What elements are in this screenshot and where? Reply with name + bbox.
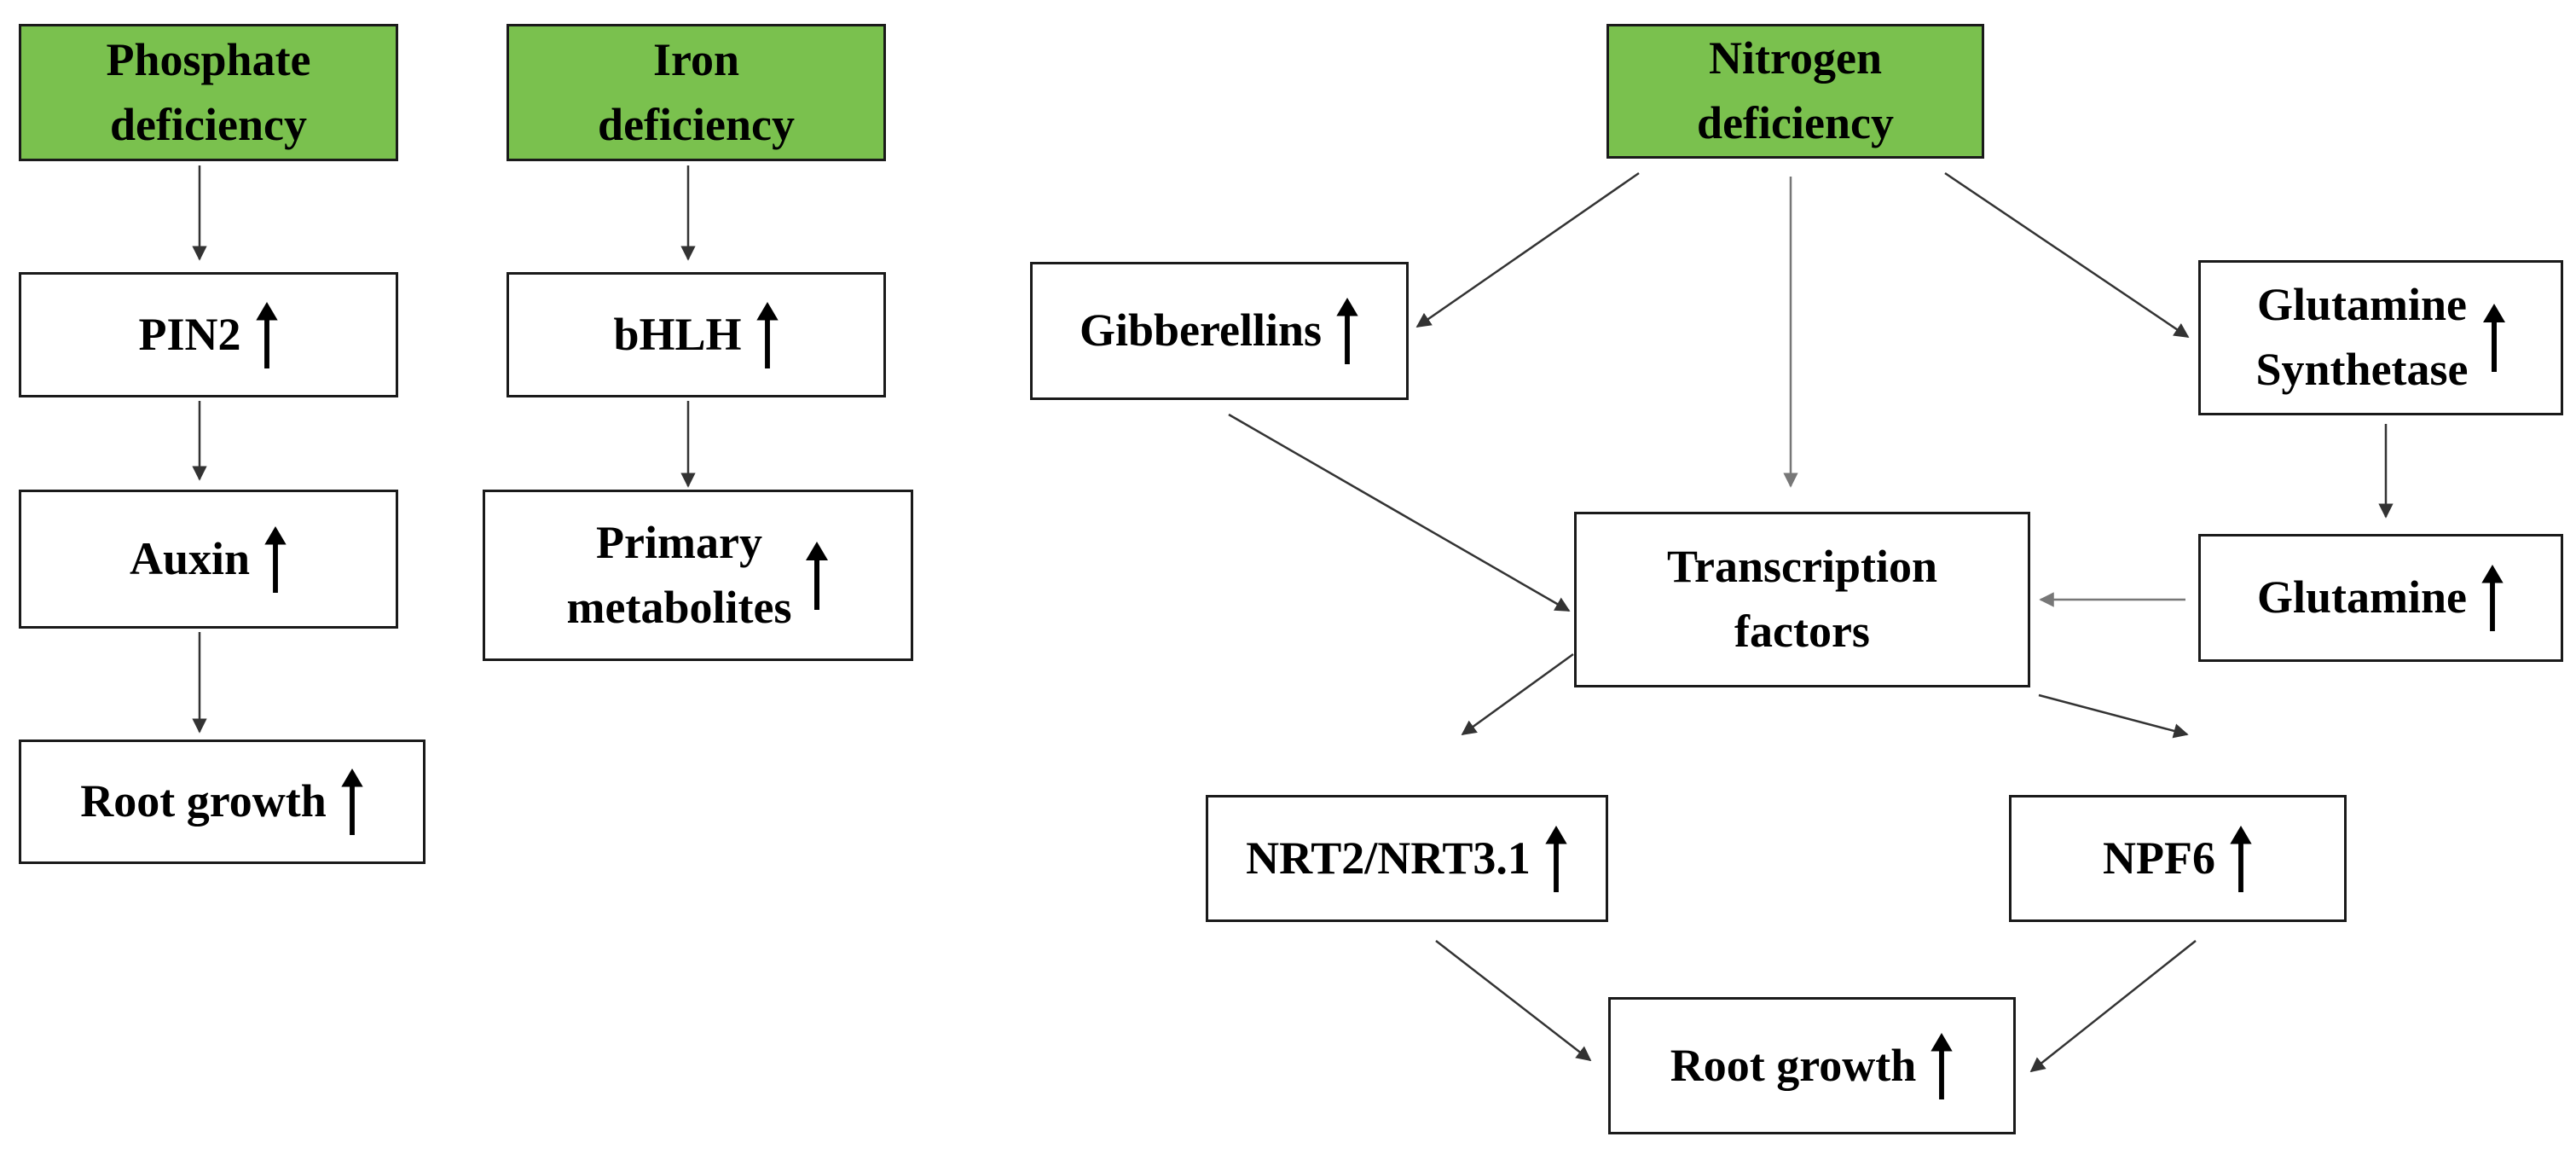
arrow-nrt-to-root-growth [1435,940,1592,1062]
glutamine-synthetase-label: Glutamine Synthetase [2255,279,2469,395]
up-arrow-icon [2230,825,2252,892]
up-arrow-icon [1545,825,1567,892]
nitrogen-root-growth-label: Root growth [1670,1039,1917,1091]
up-arrow-icon [806,541,829,610]
transcription-factors-box: Transcription factors [1574,512,2030,687]
transcription-factors-label: Transcription factors [1666,541,1937,657]
arrow-transcription-factors-to-npf6 [2038,693,2189,739]
arrow-nitrogen-to-gibberellins [1415,171,1640,328]
up-arrow-icon [1931,1032,1953,1099]
pin2-box: PIN2 [19,272,398,397]
npf6-box: NPF6 [2009,795,2347,922]
phosphate-root-growth-label: Root growth [80,775,327,827]
up-arrow-icon [1336,298,1358,364]
iron-deficiency-box: Iron deficiency [507,24,886,161]
up-arrow-icon [755,301,779,368]
up-arrow-icon [2482,304,2505,372]
phosphate-root-growth-box: Root growth [19,740,425,864]
nitrogen-root-growth-box: Root growth [1608,997,2016,1134]
nrt-label: NRT2/NRT3.1 [1246,832,1531,884]
auxin-label: Auxin [129,532,251,584]
gibberellins-box: Gibberellins [1030,262,1409,400]
npf6-label: NPF6 [2103,832,2215,884]
nitrogen-deficiency-label: Nitrogen deficiency [1697,32,1894,148]
glutamine-synthetase-box: Glutamine Synthetase [2198,260,2563,415]
nrt-box: NRT2/NRT3.1 [1206,795,1608,922]
bhlh-box: bHLH [507,272,886,397]
arrow-npf6-to-root-growth [2029,940,2197,1073]
nitrogen-deficiency-box: Nitrogen deficiency [1606,24,1984,159]
glutamine-label: Glutamine [2256,571,2467,624]
phosphate-deficiency-box: Phosphate deficiency [19,24,398,161]
arrow-transcription-factors-to-nrt [1461,652,1574,736]
arrow-gibberellins-to-transcription-factors [1228,413,1571,612]
auxin-box: Auxin [19,490,398,629]
primary-metabolites-box: Primary metabolites [483,490,913,661]
up-arrow-icon [341,768,363,835]
up-arrow-icon [255,301,278,368]
phosphate-deficiency-label: Phosphate deficiency [106,33,311,150]
arrow-nitrogen-to-glutamine-synthetase [1944,171,2190,339]
pin2-label: PIN2 [138,308,241,360]
gibberellins-label: Gibberellins [1079,304,1323,357]
primary-metabolites-label: Primary metabolites [566,516,792,633]
up-arrow-icon [264,525,287,593]
glutamine-box: Glutamine [2198,534,2563,662]
bhlh-label: bHLH [613,308,742,360]
iron-deficiency-label: Iron deficiency [598,33,795,150]
up-arrow-icon [2481,565,2504,631]
